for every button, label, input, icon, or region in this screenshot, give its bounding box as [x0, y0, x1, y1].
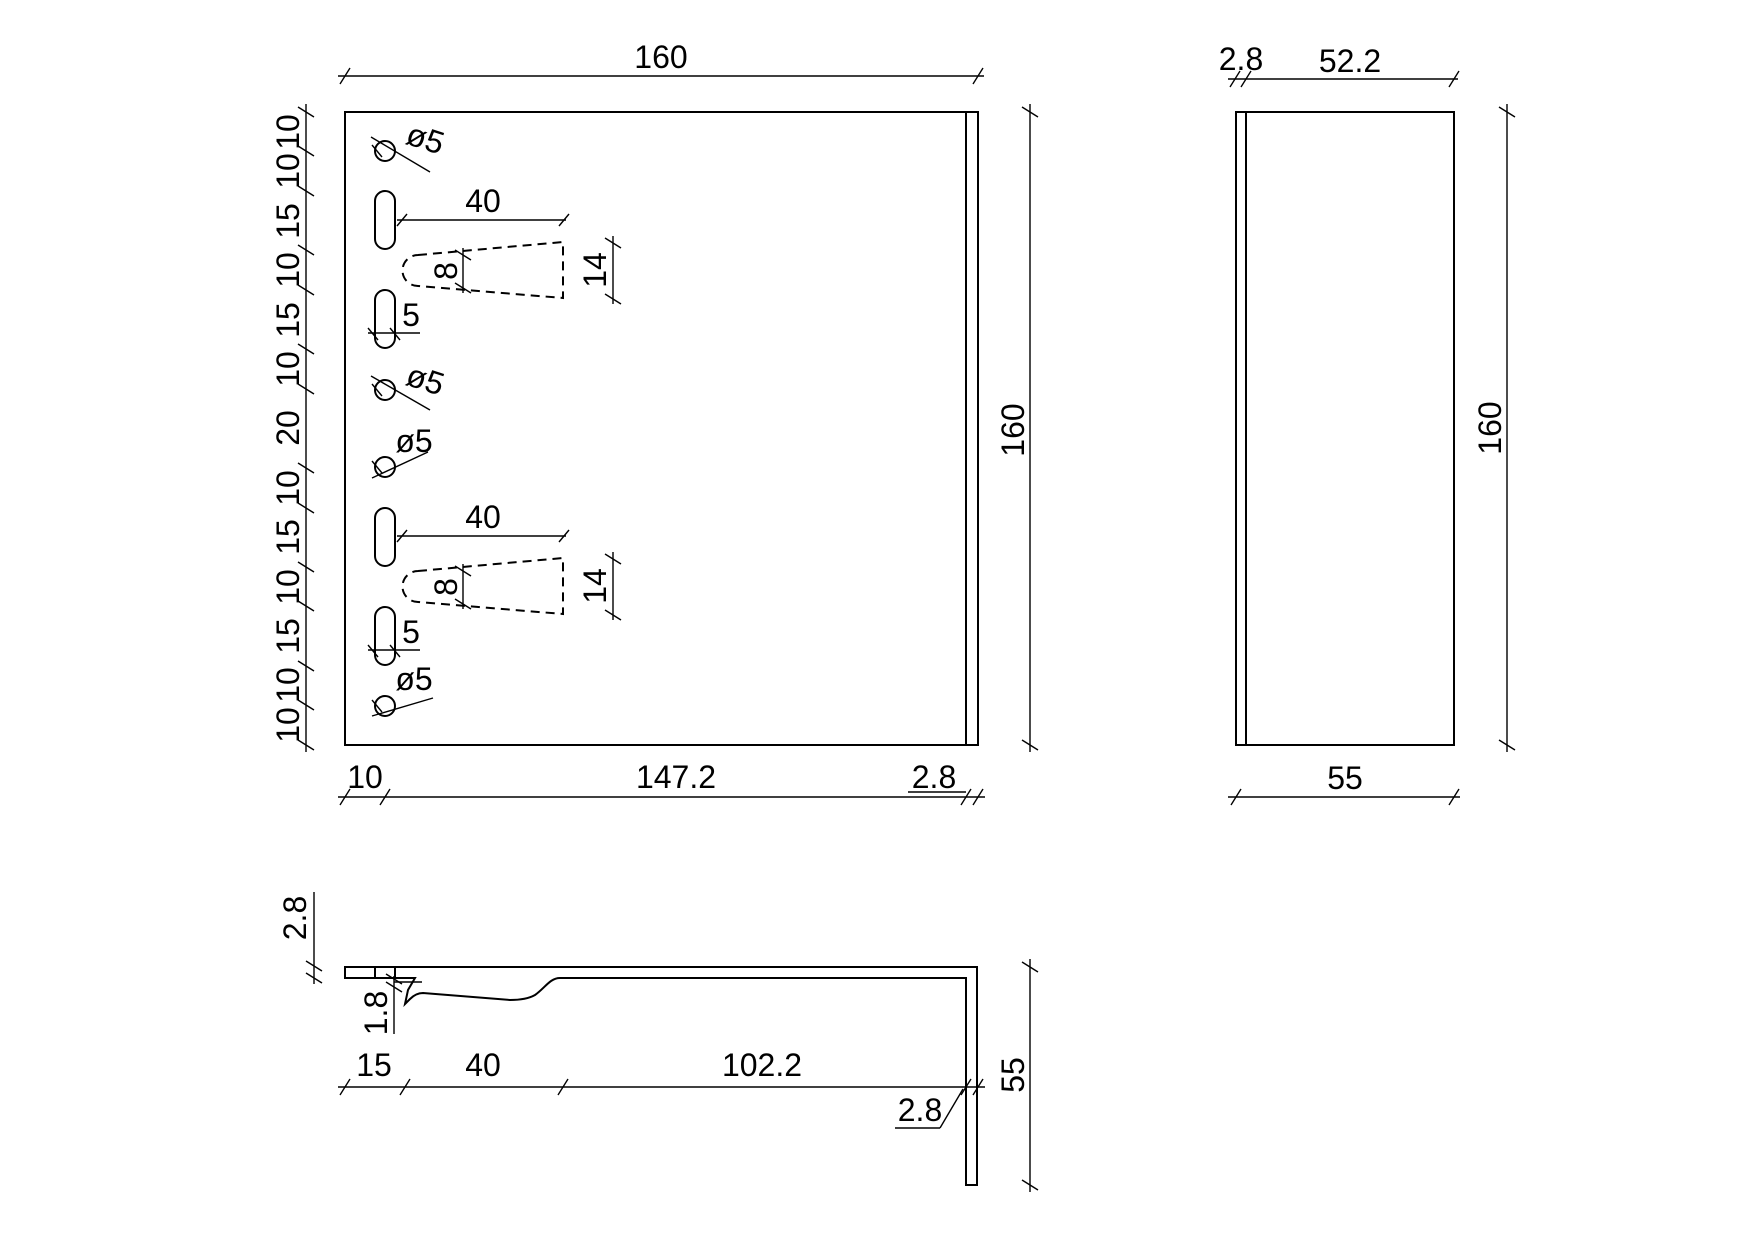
slot-3: [374, 507, 396, 567]
side-bottom-label: 55: [1327, 760, 1363, 796]
left-chain-label: 20: [270, 410, 306, 446]
slot-1: [374, 190, 396, 250]
hole-1: [374, 140, 396, 162]
side-plate-outline: [1235, 111, 1455, 746]
side-height-label: 160: [1472, 401, 1508, 454]
side-view: 2.8 52.2 160 55: [1219, 41, 1516, 806]
hole-diameter-label: ø5: [395, 661, 432, 697]
hole-4: [374, 695, 396, 717]
section-bottom-d-label: 2.8: [898, 1092, 942, 1128]
left-chain-label: 10: [270, 153, 306, 189]
slot-2: [374, 289, 396, 349]
slot-callouts: 5 5: [367, 297, 420, 658]
hook-outer-label: 14: [577, 568, 613, 604]
left-chain-label: 15: [270, 519, 306, 555]
section-profile: [344, 966, 978, 1186]
front-bottom-mid-label: 147.2: [636, 759, 716, 795]
slot-width-label: 5: [402, 614, 420, 650]
front-width-label: 160: [634, 39, 687, 75]
front-bottom-right-label: 2.8: [912, 759, 956, 795]
slot-width-label: 5: [402, 297, 420, 333]
section-bottom-a-label: 15: [356, 1047, 392, 1083]
left-dimension-chain: 10 10 15 10 15 10 20 10 15 10 15 10 10: [270, 104, 315, 752]
left-chain-label: 10: [270, 114, 306, 150]
left-chain-label: 10: [270, 252, 306, 288]
section-view: 2.8 1.8 15 40 102.2 2.8 55: [277, 892, 1039, 1192]
hole-diameter-label: ø5: [395, 423, 432, 459]
hook-outer-label: 14: [577, 252, 613, 288]
hole-3: [374, 456, 396, 478]
hook-inner-label: 8: [428, 262, 464, 280]
front-view: 160 160 10 147.2 2.8: [270, 39, 1039, 806]
left-chain-label: 10: [270, 351, 306, 387]
left-chain-label: 15: [270, 203, 306, 239]
hook-length-label: 40: [465, 183, 501, 219]
section-thickness-label: 2.8: [277, 896, 313, 940]
side-top-left-label: 2.8: [1219, 41, 1263, 77]
hook-dimensions: 40 40 8 8 14 14: [396, 183, 622, 621]
left-chain-label: 15: [270, 618, 306, 654]
left-chain-label: 10: [270, 667, 306, 703]
section-bottom-c-label: 102.2: [722, 1047, 802, 1083]
slot-4: [374, 606, 396, 666]
hook-length-label: 40: [465, 499, 501, 535]
hidden-hook-2: [401, 556, 564, 616]
hook-inner-label: 8: [428, 578, 464, 596]
front-plate-outline: [344, 111, 979, 746]
left-chain-label: 15: [270, 302, 306, 338]
left-chain-label: 10: [270, 470, 306, 506]
side-top-right-label: 52.2: [1319, 43, 1381, 79]
left-chain-label: 10: [270, 707, 306, 743]
front-height-label: 160: [995, 403, 1031, 456]
section-height-label: 55: [995, 1057, 1031, 1093]
section-bottom-b-label: 40: [465, 1047, 501, 1083]
front-bottom-left-label: 10: [347, 759, 383, 795]
section-hook-drop-label: 1.8: [358, 991, 394, 1035]
left-chain-label: 10: [270, 569, 306, 605]
hole-diameter-label: ø5: [402, 116, 449, 162]
hole-2: [374, 379, 396, 401]
hole-diameter-label: ø5: [402, 357, 449, 403]
hidden-hook-1: [401, 240, 564, 300]
